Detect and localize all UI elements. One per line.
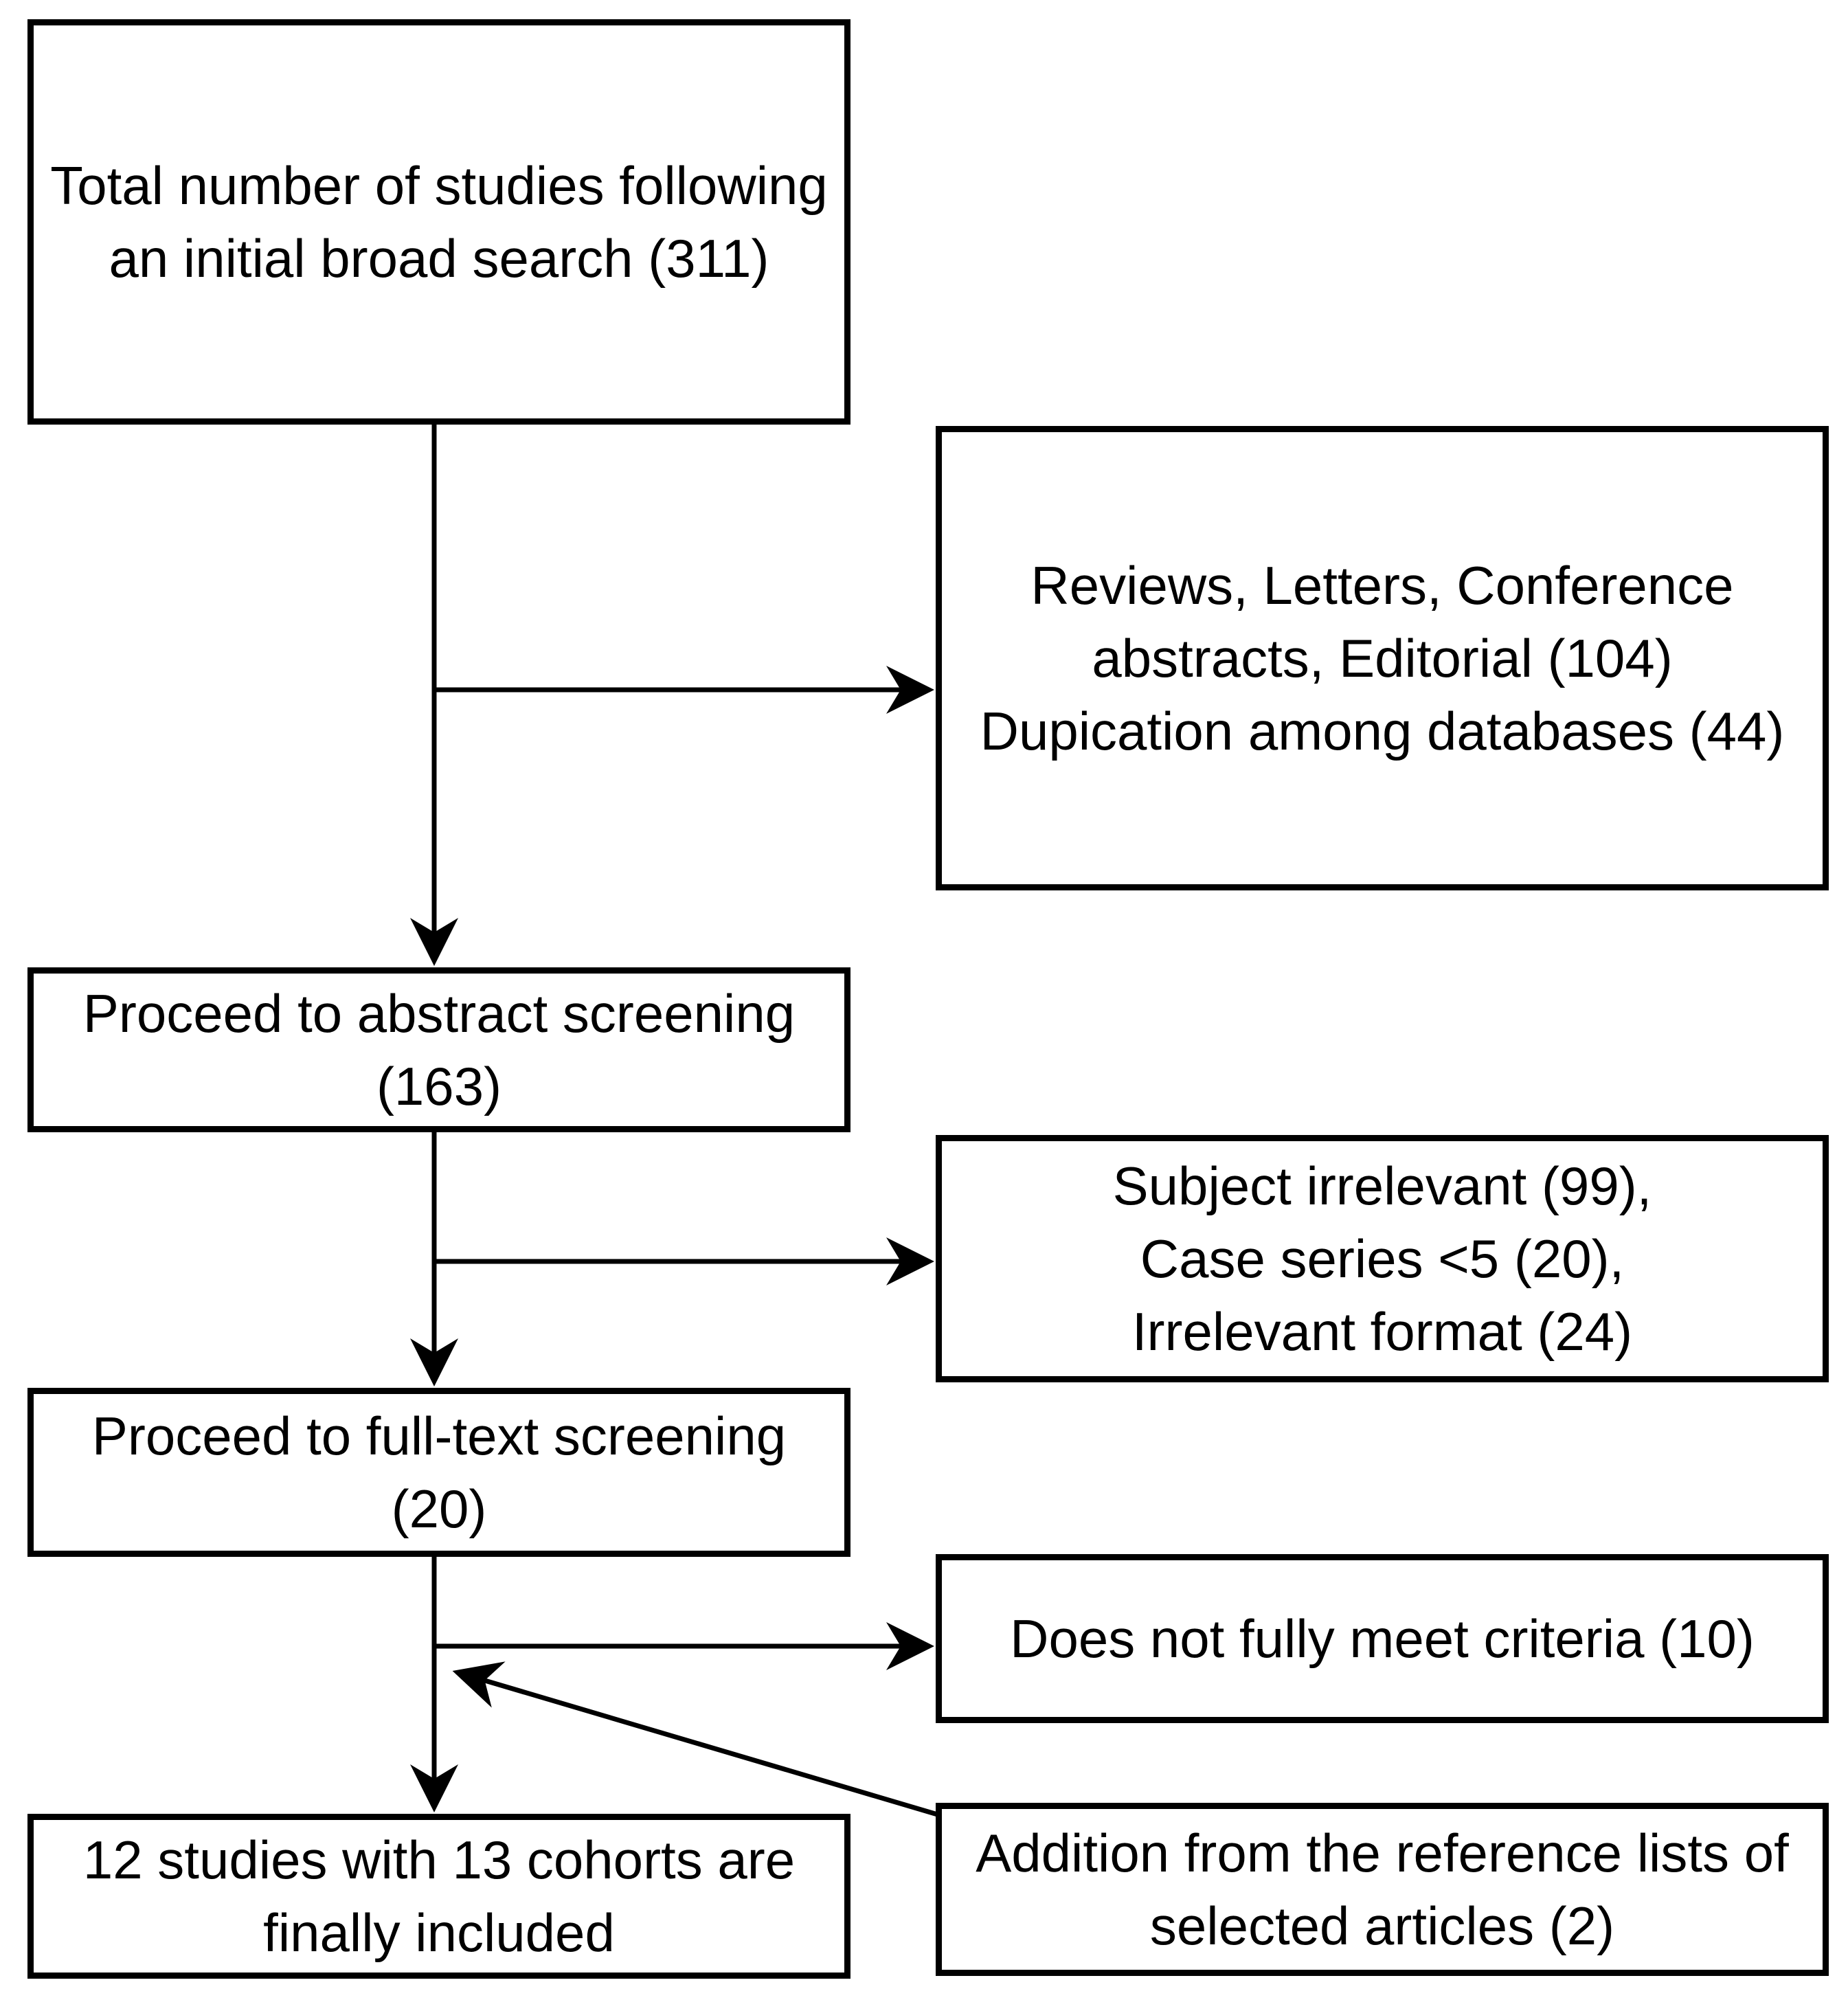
node-excluded-reviews: Reviews, Letters, Conference abstracts, … [936,426,1829,890]
node-fulltext-screening: Proceed to full-text screening (20) [27,1388,850,1557]
node-excluded-subject: Subject irrelevant (99), Case series <5 … [936,1135,1829,1382]
node-reference-addition: Addition from the reference lists of sel… [936,1803,1829,1976]
node-abstract-screening: Proceed to abstract screening (163) [27,967,850,1132]
arrow-reference-addition-to-flow [452,1661,940,1818]
node-excluded-criteria: Does not fully meet criteria (10) [936,1554,1829,1723]
node-initial-search: Total number of studies following an ini… [27,19,850,425]
node-included: 12 studies with 13 cohorts are finally i… [27,1814,850,1979]
